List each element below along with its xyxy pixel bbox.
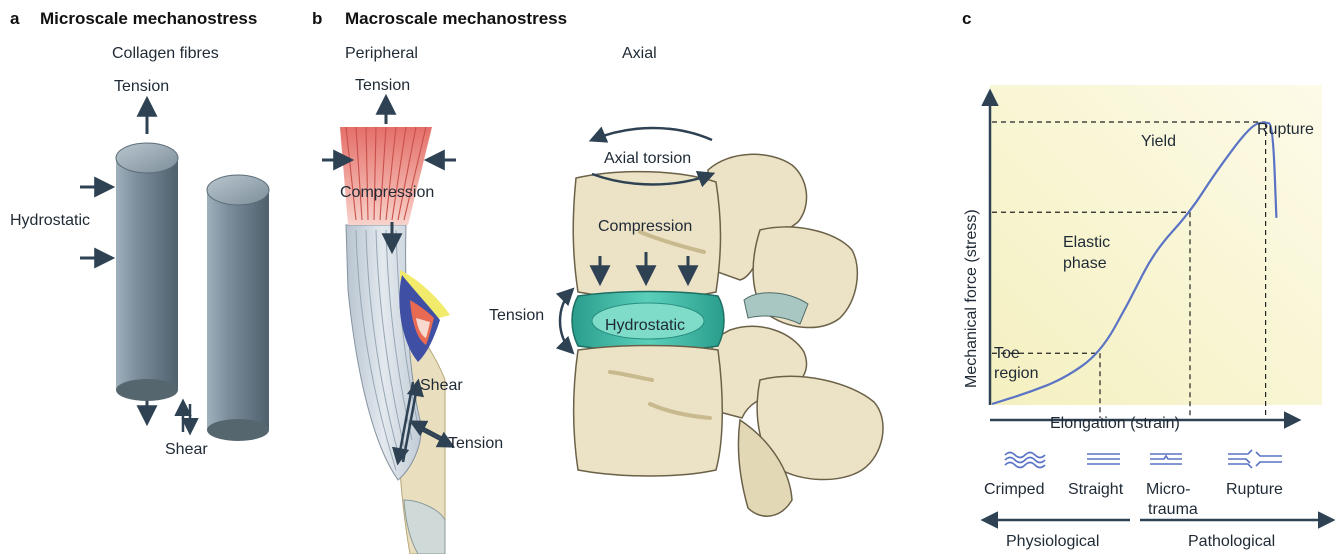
ruptured-fibre-icon	[1228, 450, 1282, 468]
panel-c-letter: c	[962, 9, 971, 28]
x-axis-label: Elongation (strain)	[1050, 415, 1180, 432]
crimped-label: Crimped	[984, 481, 1044, 498]
tension-arrow-axial	[560, 290, 572, 352]
axial-heading: Axial	[622, 45, 657, 62]
tension-label-peripheral-bottom: Tension	[448, 435, 503, 452]
shear-label-peripheral: Shear	[420, 377, 463, 394]
microtrauma-label-line1: Micro-	[1146, 481, 1190, 498]
compression-label-peripheral: Compression	[340, 184, 434, 201]
rupture-label-chart: Rupture	[1257, 121, 1314, 138]
physiological-label: Physiological	[1006, 533, 1099, 550]
microtrauma-label-line2: trauma	[1148, 501, 1198, 518]
shear-label-a: Shear	[165, 441, 208, 458]
panel-b-title: Macroscale mechanostress	[345, 9, 567, 28]
peripheral-heading: Peripheral	[345, 45, 418, 62]
spine-illustration	[572, 154, 883, 516]
y-axis-label: Mechanical force (stress)	[963, 209, 980, 388]
axial-torsion-label: Axial torsion	[604, 150, 691, 167]
toe-region-label-line2: region	[994, 365, 1038, 382]
hydrostatic-label-a: Hydrostatic	[10, 212, 90, 229]
toe-region-label-line1: Toe	[994, 345, 1020, 362]
pathological-label: Pathological	[1188, 533, 1275, 550]
panel-c: c Mechanical force (stress) Elongation (…	[962, 9, 1332, 550]
hydrostatic-label-axial: Hydrostatic	[605, 317, 685, 334]
tension-label-axial: Tension	[489, 307, 544, 324]
axial-torsion-arrow-top	[592, 128, 712, 140]
panel-a-title: Microscale mechanostress	[40, 9, 257, 28]
panel-a: a Microscale mechanostress Collagen fibr…	[10, 9, 269, 458]
elastic-phase-label-line1: Elastic	[1063, 234, 1110, 251]
rupture-state-label: Rupture	[1226, 481, 1283, 498]
tension-label-a: Tension	[114, 78, 169, 95]
panel-b: b Macroscale mechanostress Peripheral Ax…	[312, 9, 883, 554]
tension-label-peripheral-top: Tension	[355, 77, 410, 94]
panel-a-letter: a	[10, 9, 20, 28]
elastic-phase-label-line2: phase	[1063, 255, 1107, 272]
crimped-fibre-icon	[1005, 453, 1045, 468]
collagen-fibre-cylinder-2	[207, 175, 269, 441]
straight-label: Straight	[1068, 481, 1124, 498]
collagen-fibre-cylinder-1	[116, 143, 178, 401]
straight-fibre-icon	[1087, 454, 1120, 464]
collagen-fibres-label: Collagen fibres	[112, 45, 219, 62]
shear-arrows-icon	[183, 402, 190, 432]
microtrauma-fibre-icon	[1150, 454, 1182, 464]
compression-label-axial: Compression	[598, 218, 692, 235]
yield-label: Yield	[1141, 133, 1176, 150]
panel-b-letter: b	[312, 9, 322, 28]
